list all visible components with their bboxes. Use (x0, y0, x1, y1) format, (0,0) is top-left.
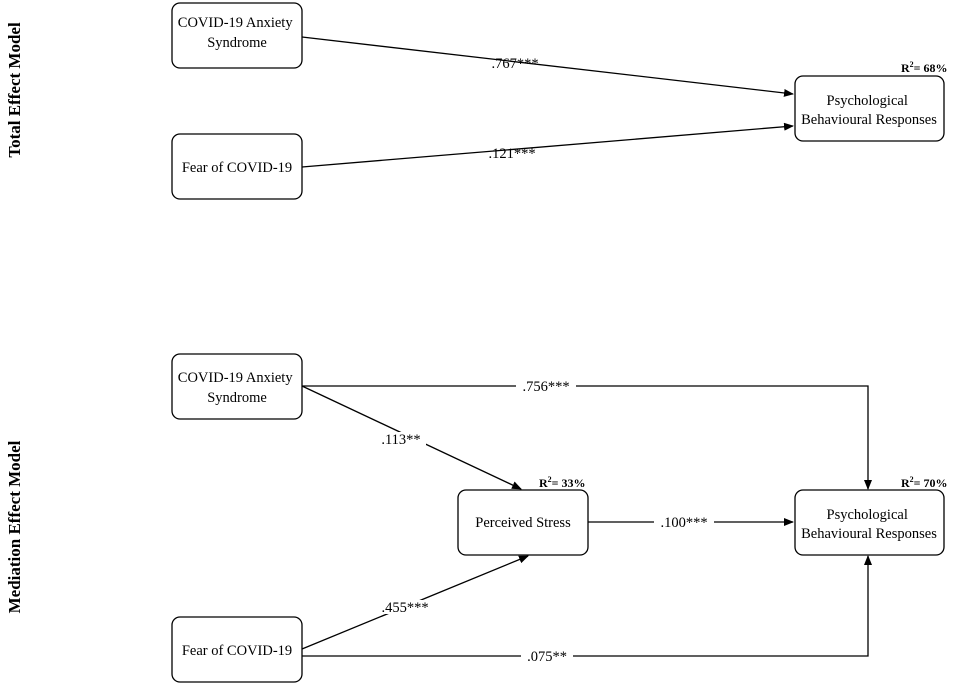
mediation-outcome-label-line2: Behavioural Responses (801, 526, 937, 542)
mediation-outcome-node: Psychological Behavioural Responses (794, 489, 945, 556)
svg-text:Psychological Behaviou: Psychological Behavioural Responses (801, 93, 937, 128)
total-outcome-label-line1: Psychological (827, 93, 908, 109)
mediation-stress-label: Perceived Stress (475, 515, 571, 531)
mediation-fear-to-outcome-arrow (302, 555, 872, 657)
mediation-fear-to-stress-coefficient: .455*** (381, 600, 428, 616)
total-anxiety-to-outcome-coefficient: .767*** (491, 56, 538, 72)
mediation-effect-title: Mediation Effect Model (5, 440, 24, 613)
mediation-outcome-label-line1: Psychological (827, 507, 908, 523)
total-fear-label: Fear of COVID-19 (182, 160, 292, 176)
mediation-anxiety-to-outcome-coefficient: .756*** (522, 379, 569, 395)
mediation-fear-to-outcome-coefficient: .075** (527, 649, 567, 665)
total-effect-title: Total Effect Model (5, 22, 24, 158)
mediation-fear-label: Fear of COVID-19 (182, 643, 292, 659)
mediation-anxiety-label-line1: COVID-19 Anxiety (178, 370, 294, 386)
mediation-anxiety-to-outcome-arrow (302, 385, 872, 490)
total-anxiety-label-line1: COVID-19 Anxiety (178, 15, 294, 31)
total-fear-to-outcome-coefficient: .121*** (488, 146, 535, 162)
total-anxiety-to-outcome-arrow (301, 36, 794, 97)
svg-text:COVID-19 Anxiety Syndr: COVID-19 Anxiety Syndrome (178, 370, 296, 406)
total-anxiety-label-line2: Syndrome (207, 35, 267, 51)
total-fear-node: Fear of COVID-19 (171, 133, 303, 200)
svg-text:Psychological Behaviou: Psychological Behavioural Responses (801, 507, 937, 542)
svg-text:COVID-19 Anxiety Syndr: COVID-19 Anxiety Syndrome (178, 15, 296, 51)
mediation-stress-r2: R2= 33% (539, 475, 586, 490)
total-anxiety-node: COVID-19 Anxiety Syndrome (171, 2, 303, 69)
svg-text:Fear of COVID-19: Fear of COVID-19 (182, 643, 292, 659)
total-outcome-node: Psychological Behavioural Responses (794, 75, 945, 142)
mediation-anxiety-node: COVID-19 Anxiety Syndrome (171, 353, 303, 420)
total-outcome-label-line2: Behavioural Responses (801, 112, 937, 128)
mediation-stress-to-outcome-coefficient: .100*** (660, 515, 707, 531)
mediation-effect-model: Mediation Effect Model .756*** .113** .4… (5, 353, 948, 683)
total-outcome-r2: R2= 68% (901, 60, 948, 75)
svg-text:Perceived Stress: Perceived Stress (475, 515, 571, 531)
mediation-outcome-r2: R2= 70% (901, 475, 948, 490)
mediation-anxiety-label-line2: Syndrome (207, 390, 267, 406)
mediation-anxiety-to-stress-coefficient: .113** (381, 432, 420, 448)
mediation-stress-node: Perceived Stress (457, 489, 589, 556)
total-effect-model: Total Effect Model .767*** .121*** COVID… (5, 2, 948, 200)
total-fear-to-outcome-arrow (301, 122, 794, 168)
svg-text:Fear of COVID-19: Fear of COVID-19 (182, 160, 292, 176)
mediation-fear-node: Fear of COVID-19 (171, 616, 303, 683)
